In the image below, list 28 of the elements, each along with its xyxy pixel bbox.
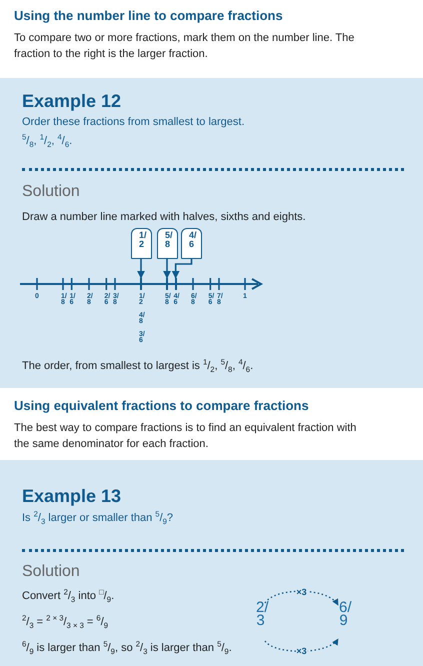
dotted-arrow: [264, 590, 338, 606]
solution-heading: Solution: [22, 183, 80, 201]
dotted-arrow: [163, 259, 171, 279]
body-text: $^{2}$/$_{3}$ = $^{2 × 3}$/$_{3 × 3}$ = $^{6}$/$_{9}$: [22, 614, 108, 630]
dotted-arrow: [172, 259, 192, 279]
dotted-arrow: [264, 638, 338, 652]
tick-mark: [166, 278, 168, 290]
question-text: Is $^{2}$/$_{3}$ larger or smaller than $^{5}$/$_{9}$?: [22, 512, 174, 524]
callout-box: 1/2: [131, 228, 152, 259]
example-heading: Example 12: [22, 91, 122, 112]
question-text: Order these fractions from smallest to largest.: [22, 116, 245, 128]
body-text: Draw a number line marked with halves, sixths and eights.: [22, 210, 306, 225]
body-text: Convert $^{2}$/$_{3}$ into $^{□}$/$_{9}$.: [22, 588, 114, 604]
section-heading: Using equivalent fractions to compare fractions: [14, 398, 309, 413]
dotted-arrow: [137, 259, 145, 279]
question-text: $^{5}$/$_{8}$, $^{1}$/$_{2}$, $^{4}$/$_{6}$.: [22, 135, 72, 147]
solution-heading: Solution: [22, 563, 80, 581]
body-text: The best way to compare fractions is to find an equivalent fraction with the same denominator for each fraction.: [14, 421, 358, 452]
section-heading: Using the number line to compare fractions: [14, 8, 283, 23]
body-text: $^{6}$/$_{9}$ is larger than $^{5}$/$_{9}$, so $^{2}$/$_{3}$ is larger than $^{5}$/$_{9}$.: [22, 640, 232, 656]
example-heading: Example 13: [22, 486, 122, 507]
body-text: To compare two or more fractions, mark them on the number line. The fraction to the right is the larger fraction.: [14, 31, 356, 62]
edge-label: ×3: [295, 587, 308, 597]
tick-mark: [174, 278, 177, 290]
callout-box: 5/8: [157, 228, 178, 259]
tick-mark: [140, 278, 142, 290]
callout-box: 4/6: [181, 228, 202, 259]
body-text: The order, from smallest to largest is $^{1}$/$_{2}$, $^{5}$/$_{8}$, $^{4}$/$_{6}$.: [22, 358, 254, 374]
